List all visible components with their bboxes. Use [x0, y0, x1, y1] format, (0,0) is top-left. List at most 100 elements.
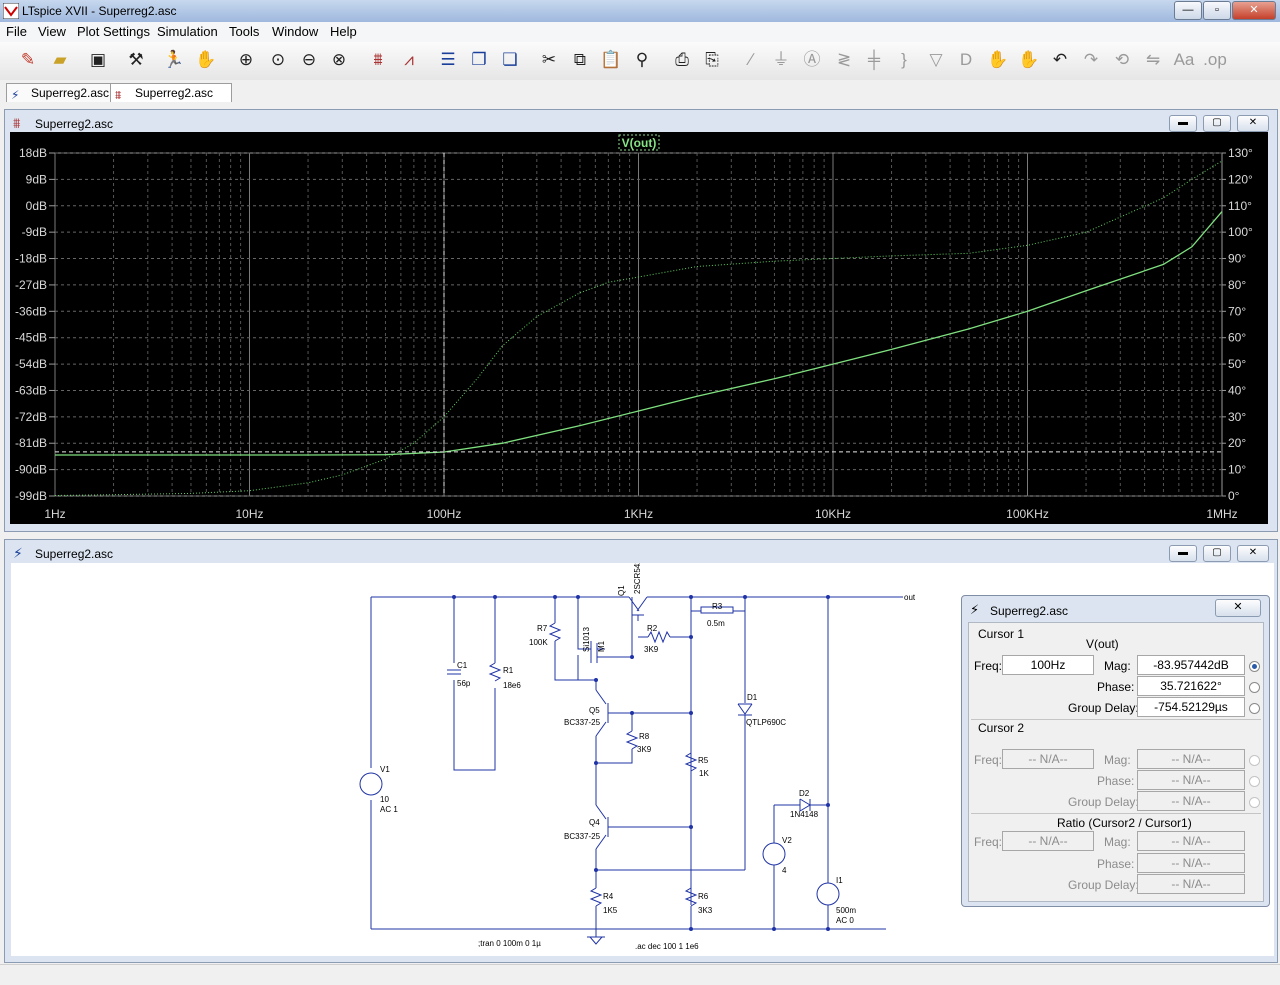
autorange-icon[interactable]: ⩩: [373, 50, 383, 69]
draw-wire-icon[interactable]: ∕: [749, 50, 753, 69]
copy-icon[interactable]: ⧉: [573, 50, 587, 69]
add-trace-icon[interactable]: ⩘: [404, 50, 414, 69]
y-tick-right: 10°: [1228, 463, 1246, 477]
move-icon[interactable]: ✋: [987, 50, 1009, 69]
menu-view[interactable]: View: [38, 24, 66, 39]
paste-icon[interactable]: 📋: [600, 50, 622, 69]
cut-icon[interactable]: ✂: [541, 50, 557, 69]
print-icon[interactable]: ⎘: [705, 50, 719, 69]
menu-simulation[interactable]: Simulation: [157, 24, 218, 39]
label-r3-value: 0.5m: [707, 619, 725, 628]
cursor2-phase-field: -- N/A--: [1137, 770, 1245, 790]
zoom-out-icon[interactable]: ⊖: [301, 50, 317, 69]
cursor2-mag-field: -- N/A--: [1137, 749, 1245, 769]
diode-icon[interactable]: ▽: [929, 50, 943, 69]
y-tick-left: -72dB: [15, 410, 47, 424]
label-r5-value: 1K: [699, 769, 709, 778]
cursor1-phase-radio[interactable]: [1249, 682, 1260, 693]
schematic-drawing[interactable]: out Q1 2SCR542 R7 100K Si1013 M1 R2 3K9 …: [11, 559, 1274, 956]
x-tick-label: 1MHz: [1206, 507, 1237, 521]
menu-plot-settings[interactable]: Plot Settings: [77, 24, 150, 39]
tile-vertical-icon[interactable]: ❏: [502, 50, 518, 69]
spice-directive-icon[interactable]: .op: [1203, 50, 1227, 69]
minimize-button[interactable]: —: [1174, 1, 1202, 20]
resistor-icon[interactable]: ≷: [836, 50, 852, 69]
divider: [971, 719, 1261, 720]
x-tick-label: 100KHz: [1006, 507, 1049, 521]
cursor1-header: Cursor 1: [978, 627, 1025, 641]
zoom-fit-icon[interactable]: ⊙: [270, 50, 286, 69]
cursor-window[interactable]: ⚡ Superreg2.asc ✕ Cursor 1 V(out) Freq: …: [961, 595, 1270, 907]
tab-schematic-label: Superreg2.asc: [31, 86, 110, 100]
cursor1-gd-radio[interactable]: [1249, 703, 1260, 714]
component-icon[interactable]: D: [959, 50, 973, 69]
rotate-icon[interactable]: ⟲: [1114, 50, 1130, 69]
tile-horizontal-icon[interactable]: ☰: [440, 50, 456, 69]
pane-close-button[interactable]: ✕: [1237, 115, 1269, 132]
ac-directive[interactable]: .ac dec 100 1 1e6: [635, 942, 699, 951]
label-v2: V2: [782, 836, 792, 845]
cursor1-phase-label: Phase:: [1097, 680, 1135, 694]
schematic-close-button[interactable]: ✕: [1237, 545, 1269, 562]
label-r8: R8: [639, 732, 650, 741]
schematic-minimize-button[interactable]: ▬: [1169, 545, 1197, 562]
redo-icon[interactable]: ↷: [1083, 50, 1099, 69]
text-icon[interactable]: Aa: [1173, 50, 1195, 69]
find-icon[interactable]: ⚲: [635, 50, 649, 69]
menu-bar: File View Plot Settings Simulation Tools…: [0, 22, 1280, 42]
save-icon[interactable]: ▣: [89, 50, 107, 69]
label-v1-value: 10: [380, 795, 389, 804]
tab-waveform-label: Superreg2.asc: [135, 86, 214, 100]
ratio-header: Ratio (Cursor2 / Cursor1): [1057, 816, 1192, 830]
label-c1-value: 56p: [457, 679, 471, 688]
pane-maximize-button[interactable]: ▢: [1203, 115, 1231, 132]
tab-schematic[interactable]: ⚡ Superreg2.asc: [6, 83, 112, 102]
menu-tools[interactable]: Tools: [229, 24, 260, 39]
label-r6-value: 3K3: [698, 906, 713, 915]
label-d2-model: 1N4148: [790, 810, 819, 819]
capacitor-icon[interactable]: ╪: [867, 50, 881, 69]
cascade-icon[interactable]: ❐: [471, 50, 487, 69]
control-panel-icon[interactable]: ⚒: [128, 50, 144, 69]
label-i1: I1: [836, 876, 843, 885]
menu-file[interactable]: File: [6, 24, 27, 39]
label-r8-value: 3K9: [637, 745, 652, 754]
open-folder-icon[interactable]: ▰: [53, 50, 67, 69]
undo-icon[interactable]: ↶: [1052, 50, 1068, 69]
cursor2-freq-field: -- N/A--: [1002, 749, 1094, 769]
ltspice-app-icon: [3, 3, 19, 19]
label-net-icon[interactable]: Ⓐ: [803, 50, 821, 69]
menu-help[interactable]: Help: [330, 24, 357, 39]
schematic-maximize-button[interactable]: ▢: [1203, 545, 1231, 562]
ratio-freq-label: Freq:: [974, 835, 1003, 849]
tran-directive[interactable]: ;tran 0 100m 0 1µ: [478, 939, 541, 948]
y-tick-left: -27dB: [15, 278, 47, 292]
y-tick-left: -54dB: [15, 357, 47, 371]
zoom-cancel-icon[interactable]: ⊗: [331, 50, 347, 69]
drag-icon[interactable]: ✋: [1018, 50, 1040, 69]
maximize-button[interactable]: ▫: [1203, 1, 1231, 20]
cursor1-phase-field[interactable]: 35.721622°: [1137, 676, 1245, 696]
menu-window[interactable]: Window: [272, 24, 319, 39]
toolbar: ✎ ▰ ▣ ⚒ 🏃 ✋ ⊕ ⊙ ⊖ ⊗ ⩩ ⩘ ☰ ❐ ❏ ✂ ⧉ 📋 ⚲ ⎙ …: [0, 42, 1280, 81]
ground-icon[interactable]: ⏚: [772, 50, 790, 69]
inductor-icon[interactable]: }: [901, 50, 907, 69]
new-schematic-icon[interactable]: ✎: [20, 50, 36, 69]
tab-waveform[interactable]: ⩩ Superreg2.asc: [110, 83, 232, 102]
document-tabs: ⚡ Superreg2.asc ⩩ Superreg2.asc: [0, 80, 1280, 102]
label-m1-model: Si1013: [582, 627, 591, 652]
mirror-icon[interactable]: ⇋: [1145, 50, 1161, 69]
cursor1-mag-field[interactable]: -83.957442dB: [1137, 655, 1245, 675]
pane-minimize-button[interactable]: ▬: [1169, 115, 1197, 132]
cursor1-mag-radio[interactable]: [1249, 661, 1260, 672]
cursor-window-close-button[interactable]: ✕: [1215, 599, 1261, 617]
halt-icon[interactable]: ✋: [195, 50, 217, 69]
run-icon[interactable]: 🏃: [163, 50, 185, 69]
close-button[interactable]: ✕: [1232, 1, 1276, 20]
cursor1-freq-field[interactable]: 100Hz: [1002, 655, 1094, 675]
zoom-in-icon[interactable]: ⊕: [238, 50, 254, 69]
cursor1-gd-field[interactable]: -754.52129µs: [1137, 697, 1245, 717]
print-setup-icon[interactable]: ⎙: [675, 50, 689, 69]
